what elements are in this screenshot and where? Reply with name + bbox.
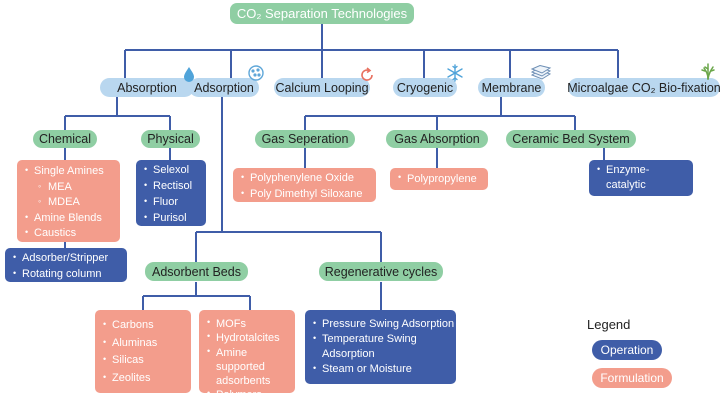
list-item: Selexol — [144, 163, 198, 179]
category-membrane: Membrane — [478, 78, 545, 97]
membrane-layers-icon — [530, 65, 552, 80]
subcategory-regenerative-cycles: Regenerative cycles — [319, 262, 443, 281]
adsorbent-formulation-box-b: MOFs Hydrotalcites Amine supported adsor… — [199, 310, 295, 401]
list-item: Single Amines — [25, 164, 112, 180]
list-item: Hydrotalcites — [207, 331, 287, 345]
list-item: Pressure Swing Adsorption — [313, 317, 454, 332]
list-item: Polymers — [207, 388, 287, 402]
list-item: Enzyme-catalytic Hydrolysis — [597, 163, 685, 209]
subcategory-gas-absorption: Gas Absorption — [386, 130, 488, 148]
list-item: Steam or Moisture — [313, 362, 448, 377]
list-item: Polypropylene — [398, 171, 480, 188]
list-item: Temperature Swing Adsorption — [313, 332, 448, 362]
list-item: Polyphenylene Oxide — [241, 171, 368, 187]
physical-operation-box: Selexol Rectisol Fluor Purisol — [136, 160, 206, 226]
subcategory-ceramic-bed: Ceramic Bed System — [506, 130, 636, 148]
chemical-formulation-box: Single Amines MEA MDEA Amine Blends Caus… — [17, 160, 120, 242]
adsorbent-formulation-box-a: Carbons Aluminas Silicas Zeolites — [95, 310, 191, 393]
list-item: Poly Dimethyl Siloxane — [241, 187, 368, 203]
category-calcium-looping: Calcium Looping — [274, 78, 370, 97]
list-item: Caustics — [25, 226, 112, 242]
list-item: MEA — [25, 180, 112, 196]
list-item: Carbons — [103, 317, 183, 335]
category-absorption: Absorption — [100, 78, 194, 97]
chemical-operation-box: Adsorber/Stripper Rotating column — [5, 248, 127, 282]
regenerative-operation-box: Pressure Swing Adsorption Temperature Sw… — [305, 310, 456, 384]
category-microalgae: Microalgae CO₂ Bio-fixation — [567, 78, 721, 97]
category-cryogenic: Cryogenic — [393, 78, 457, 97]
list-item: Amine supported adsorbents — [207, 346, 287, 389]
list-item: Aluminas — [103, 335, 183, 353]
subcategory-physical: Physical — [141, 130, 200, 148]
root-node: CO₂ Separation Technologies — [230, 3, 414, 24]
list-item: Rotating column — [13, 267, 119, 283]
legend-title: Legend — [587, 317, 631, 332]
list-item: MOFs — [207, 317, 287, 331]
water-drop-icon — [184, 67, 194, 82]
gas-separation-formulation-box: Polyphenylene Oxide Poly Dimethyl Siloxa… — [233, 168, 376, 202]
list-item: Rectisol — [144, 179, 198, 195]
list-item: Zeolites — [103, 370, 183, 388]
gas-absorption-formulation-box: Polypropylene — [390, 168, 488, 190]
molecule-icon — [248, 65, 264, 81]
legend-operation: Operation — [592, 340, 662, 360]
list-item: Amine Blends — [25, 211, 112, 227]
list-item: Purisol — [144, 211, 198, 227]
loop-arrow-icon — [361, 67, 373, 81]
subcategory-adsorbent-beds: Adsorbent Beds — [145, 262, 248, 281]
subcategory-gas-separation: Gas Seperation — [255, 130, 355, 148]
list-item: Fluor — [144, 195, 198, 211]
algae-icon — [701, 63, 715, 80]
list-item: Adsorber/Stripper — [13, 251, 119, 267]
list-item: MDEA — [25, 195, 112, 211]
legend-formulation: Formulation — [592, 368, 672, 388]
list-item: Silicas — [103, 352, 183, 370]
microalgae-operation-box: Enzyme-catalytic Hydrolysis — [589, 160, 693, 207]
subcategory-chemical: Chemical — [33, 130, 97, 148]
snowflake-icon — [447, 64, 463, 82]
category-adsorption: Adsorption — [189, 78, 259, 97]
